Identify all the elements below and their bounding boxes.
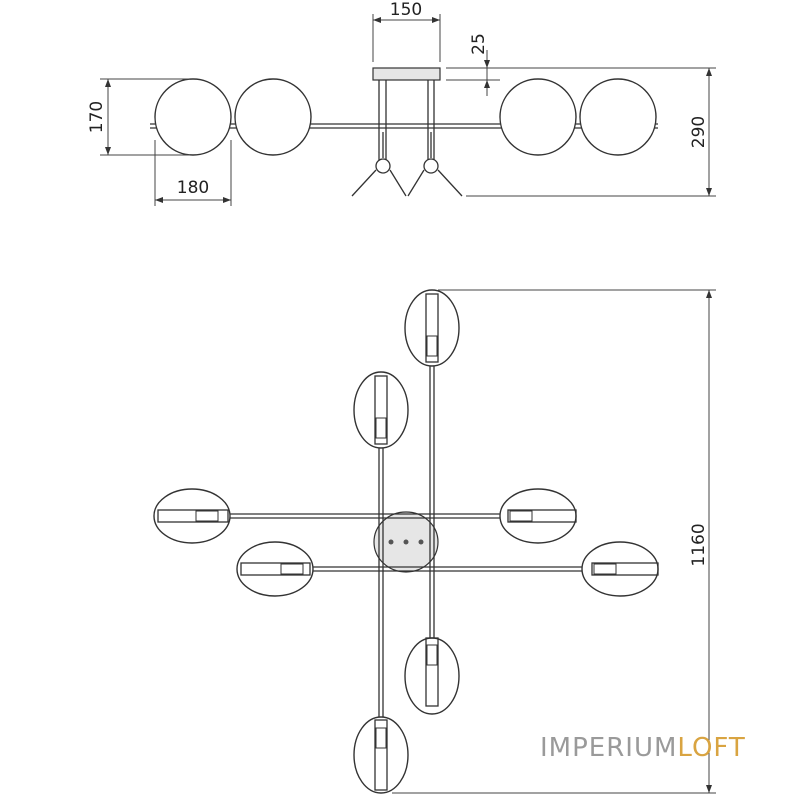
globe-right-upper bbox=[499, 488, 577, 544]
glass-globe bbox=[234, 78, 312, 156]
globe-bottom bbox=[353, 716, 409, 794]
spot-lamp-right bbox=[407, 132, 463, 197]
brand-logo-part2: LOFT bbox=[677, 733, 746, 763]
globe-left-lower bbox=[236, 541, 314, 597]
globe-left-upper bbox=[153, 488, 231, 544]
dim-label-globe-height: 170 bbox=[87, 101, 107, 133]
globe-upper-left bbox=[353, 371, 409, 449]
dim-label-total-length: 1160 bbox=[689, 523, 709, 566]
dim-label-globe-diameter: 180 bbox=[177, 178, 209, 198]
dimension-canopy-height: 25 bbox=[446, 33, 500, 96]
side-view: 150 25 170 180 bbox=[87, 0, 716, 206]
globe-right-lower bbox=[581, 541, 659, 597]
dimension-total-height: 290 bbox=[446, 67, 716, 197]
dimension-globe-height: 170 bbox=[87, 78, 190, 156]
dimension-top-width: 150 bbox=[372, 0, 441, 62]
glass-globe bbox=[499, 78, 577, 156]
brand-logo: IMPERIUMLOFT bbox=[540, 733, 746, 763]
top-view: 1160 bbox=[153, 289, 716, 794]
globe-top bbox=[404, 289, 460, 367]
brand-logo-part1: IMPERIUM bbox=[540, 733, 678, 763]
glass-globe bbox=[579, 78, 657, 156]
dim-label-total-height: 290 bbox=[689, 116, 709, 148]
dimension-total-length: 1160 bbox=[392, 289, 716, 794]
dim-label-top-width: 150 bbox=[390, 0, 422, 20]
globe-lower-right bbox=[404, 637, 460, 715]
dimension-globe-diameter: 180 bbox=[154, 140, 232, 206]
canopy-plate bbox=[372, 67, 441, 81]
glass-globe bbox=[154, 78, 232, 156]
spot-lamp-left bbox=[351, 132, 407, 197]
dim-label-canopy-height: 25 bbox=[469, 33, 489, 55]
